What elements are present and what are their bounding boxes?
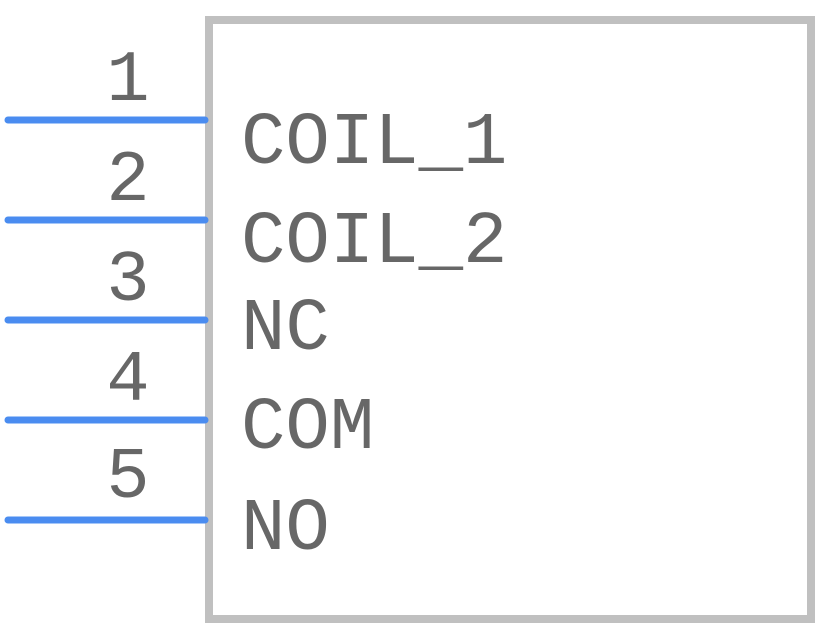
- pin-5-label: NO: [241, 488, 330, 572]
- pin-2-label: COIL_2: [241, 201, 507, 285]
- pin-4-label: COM: [241, 387, 374, 471]
- pin-3: 3 NC: [4, 240, 330, 372]
- pin-3-number: 3: [106, 240, 149, 322]
- pin-1: 1 COIL_1: [4, 40, 507, 186]
- pin-4-number: 4: [106, 340, 149, 422]
- component-body: [205, 16, 815, 623]
- pin-2: 2 COIL_2: [4, 140, 507, 285]
- pin-5: 5 NO: [4, 437, 330, 572]
- pin-1-label: COIL_1: [241, 102, 507, 186]
- pin-3-label: NC: [241, 288, 330, 372]
- pin-1-number: 1: [106, 40, 149, 122]
- pin-2-number: 2: [106, 140, 149, 222]
- pin-4: 4 COM: [4, 340, 374, 471]
- pin-5-number: 5: [106, 437, 149, 519]
